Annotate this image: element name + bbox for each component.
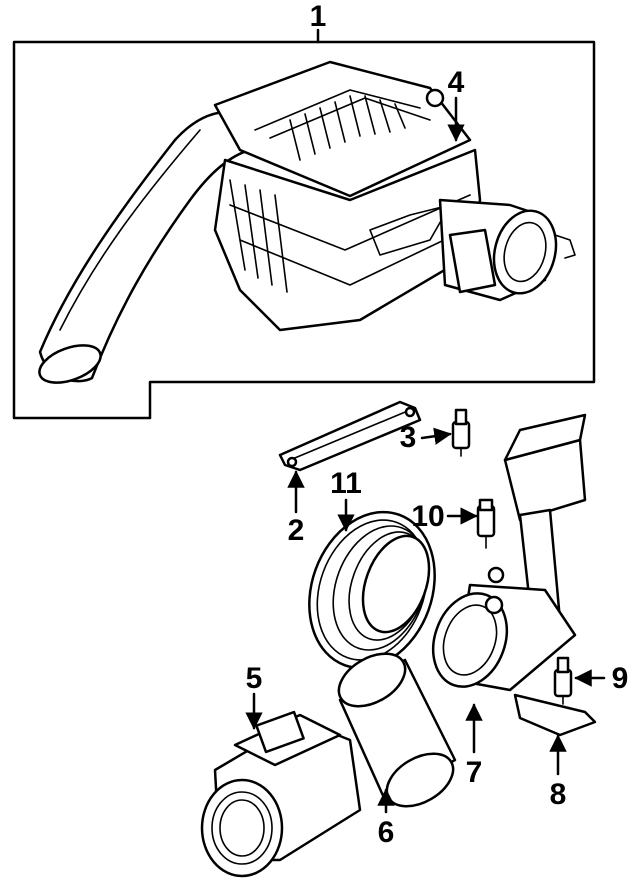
leader-3	[420, 427, 452, 445]
sensor-10	[476, 498, 496, 549]
bracket	[278, 400, 422, 472]
callout-1: 1	[310, 0, 327, 33]
callout-10: 10	[411, 500, 444, 533]
callout-6: 6	[378, 816, 395, 849]
callout-9: 9	[612, 662, 629, 695]
air-cleaner-assembly	[38, 60, 576, 384]
small-bracket	[513, 693, 597, 737]
callout-2: 2	[288, 514, 305, 547]
callout-3: 3	[400, 421, 417, 454]
sensor-9	[553, 656, 573, 705]
hose	[337, 652, 457, 808]
sensor-3	[451, 408, 471, 457]
callout-4: 4	[448, 66, 465, 99]
callout-7: 7	[466, 756, 483, 789]
callout-11: 11	[330, 467, 362, 500]
callout-8: 8	[550, 778, 567, 811]
callout-5: 5	[246, 662, 263, 695]
ribbed-boot	[308, 510, 436, 670]
air-flow-meter	[200, 710, 362, 878]
adapter-housing	[431, 413, 587, 692]
assembly-box	[12, 28, 596, 420]
